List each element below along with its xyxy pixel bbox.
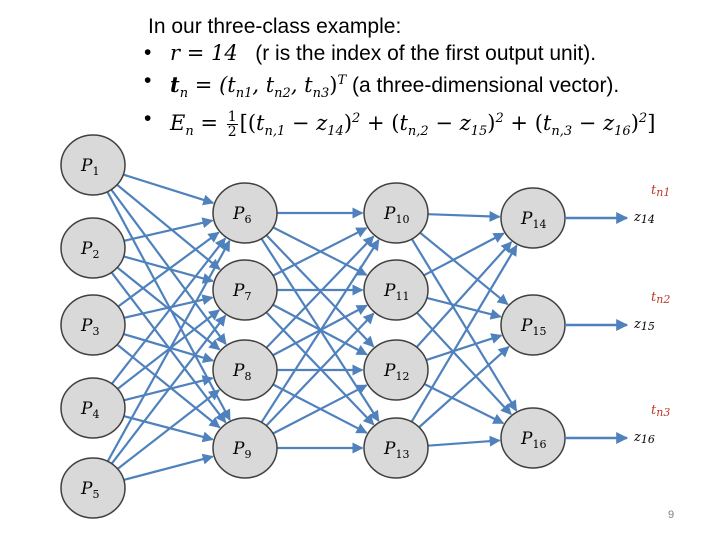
node-p2: P2 [60,217,126,279]
node-p8: P8 [212,339,278,401]
edge-p11-p15 [426,296,502,320]
edge-p10-p14 [427,210,501,222]
node-p4-circle [60,377,126,439]
node-p7-circle [212,259,278,321]
edge-p5-p7 [110,314,227,465]
node-p6-circle [212,182,278,244]
edge-p13-p15 [418,345,510,429]
edge-p7-p10 [272,227,368,277]
edge-p11-p16 [416,311,512,416]
node-p5-circle [60,457,126,519]
slide-heading: In our three-class example: [148,15,402,38]
node-p16: P16 [500,407,566,469]
edge-p5-p9 [123,453,214,481]
node-p11: P11 [363,259,429,321]
edge-p12-p15 [425,333,503,362]
edge-p5-p6 [106,240,231,462]
edge-p1-p6 [122,173,215,206]
edge-p1-p8 [110,188,227,346]
node-p11-circle [363,259,429,321]
node-p1-circle [60,134,126,196]
edge-p12-p14 [415,241,513,348]
node-p10: P10 [363,182,429,244]
target-label-n3: tn3 [651,403,670,419]
node-p13-circle [363,417,429,479]
edge-p9-p10 [260,239,380,423]
node-p6: P6 [212,182,278,244]
node-p14: P14 [500,187,566,249]
bullet-dot: • [144,107,152,130]
edge-p10-p15 [419,231,509,306]
edge-p9-p11 [265,312,375,427]
node-p12-circle [363,339,429,401]
node-p3-circle [60,294,126,356]
node-p1: P1 [60,134,126,196]
node-p9-circle [212,417,278,479]
target-label-n1: tn1 [651,183,670,199]
output-z-label-14: z14 [633,210,655,226]
output-z-label-16: z16 [633,430,655,446]
page-number: 9 [668,509,675,521]
bullet-dot: • [144,41,152,64]
edge-p8-p10 [265,235,375,349]
edge-p3-p9 [116,343,221,429]
edge-p4-p6 [111,237,227,385]
node-p3: P3 [60,294,126,356]
bullet-dot: • [144,69,152,92]
target-vector-equation: tn = (tn1, tn2, tn3)T [170,72,347,102]
node-p15: P15 [500,294,566,356]
connection-edges [106,173,518,481]
node-p9: P9 [212,417,278,479]
edge-p3-p6 [117,231,220,308]
node-p2-circle [60,217,126,279]
output-z-label-15: z15 [633,317,655,333]
edge-p5-p8 [116,389,220,470]
edge-p10-p16 [410,238,518,412]
edge-p3-p8 [123,332,215,363]
edge-p2-p6 [123,217,214,242]
r-equation: r = 14 [170,41,238,65]
edge-p13-p16 [427,435,501,447]
target-label-n2: tn2 [651,290,670,306]
target-vector-description: (a three-dimensional vector). [351,74,620,97]
edge-p4-p9 [123,415,214,443]
output-targets: tn1 z14 tn2 z15 tn3 z16 [565,183,670,446]
r-description: (r is the index of the first output unit… [255,42,597,65]
node-p8-circle [212,339,278,401]
edge-p12-p16 [423,383,505,425]
edge-p1-p7 [116,183,221,271]
node-p12: P12 [363,339,429,401]
edge-p9-p12 [272,384,368,435]
node-p7: P7 [212,259,278,321]
edge-p11-p14 [423,232,505,277]
node-p5: P5 [60,457,126,519]
edge-p13-p14 [410,244,518,423]
node-p13: P13 [363,417,429,479]
node-p10-circle [363,182,429,244]
node-p4: P4 [60,377,126,439]
